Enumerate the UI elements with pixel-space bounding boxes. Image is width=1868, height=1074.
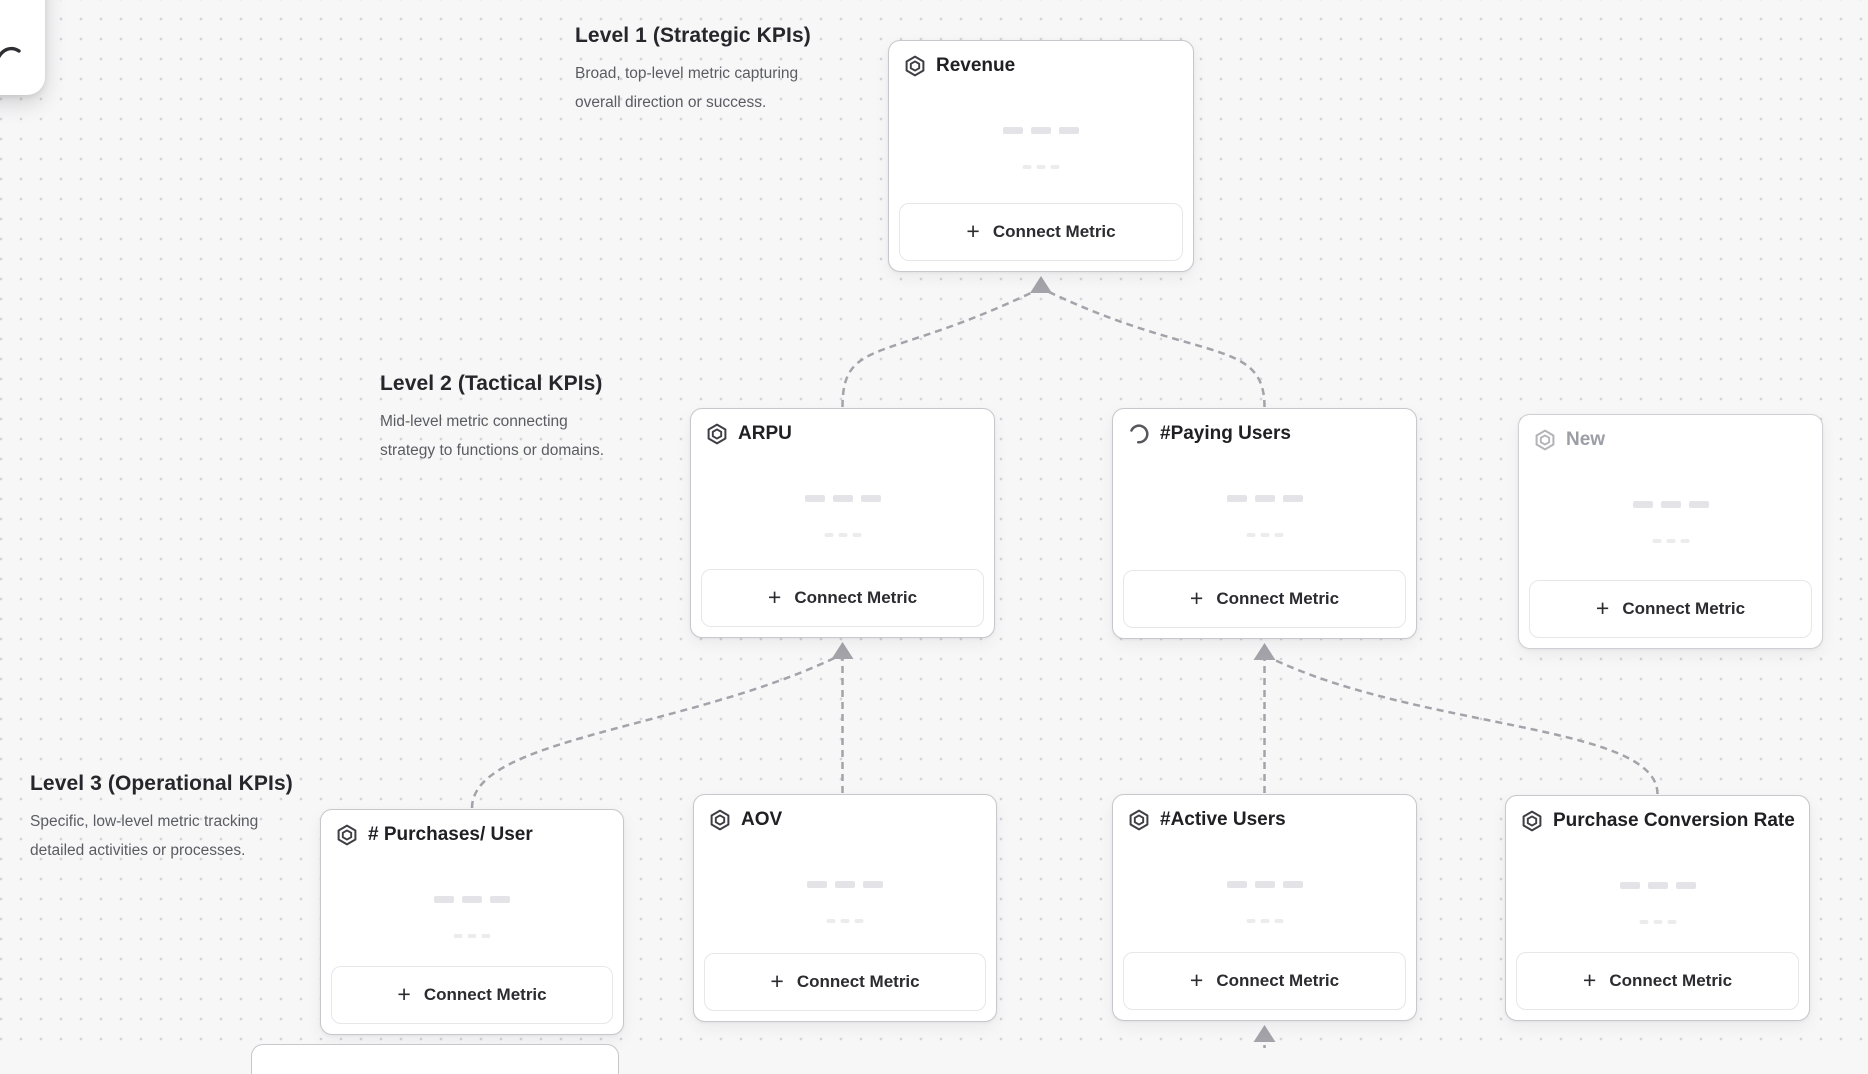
skeleton-loading-dashes bbox=[824, 533, 861, 537]
skeleton-loading-dashes bbox=[826, 919, 864, 923]
card-title: New bbox=[1566, 429, 1606, 450]
connect-metric-button[interactable]: + Connect Metric bbox=[704, 953, 986, 1011]
metric-hexagon-icon bbox=[904, 55, 926, 77]
metric-hexagon-icon bbox=[709, 809, 731, 831]
plus-icon: + bbox=[966, 217, 980, 244]
plus-icon: + bbox=[1595, 594, 1610, 621]
skeleton-loading-bars bbox=[804, 495, 881, 502]
card-header: Purchase Conversion Rate bbox=[1521, 810, 1795, 832]
partial-metric-card[interactable] bbox=[251, 1044, 619, 1074]
card-title: AOV bbox=[741, 809, 783, 830]
metric-card-paying-users[interactable]: #Paying Users + Connect Metric bbox=[1112, 408, 1417, 639]
plus-icon: + bbox=[1189, 966, 1204, 993]
connect-metric-button[interactable]: + Connect Metric bbox=[701, 569, 984, 627]
metric-card-active-users[interactable]: #Active Users + Connect Metric bbox=[1112, 794, 1417, 1021]
plus-icon: + bbox=[1582, 966, 1597, 993]
skeleton-loading-bars bbox=[1619, 882, 1696, 889]
connect-metric-label: Connect Metric bbox=[796, 972, 920, 991]
skeleton-loading-dashes bbox=[1246, 919, 1283, 923]
skeleton-loading-bars bbox=[1003, 127, 1079, 134]
connect-metric-label: Connect Metric bbox=[1622, 599, 1746, 618]
card-header: ARPU bbox=[706, 423, 792, 445]
connect-metric-button[interactable]: + Connect Metric bbox=[899, 203, 1183, 261]
skeleton-loading-bars bbox=[1226, 881, 1303, 888]
cursor-stroke-icon bbox=[0, 46, 21, 59]
card-header: #Paying Users bbox=[1128, 423, 1291, 445]
card-header: Revenue bbox=[904, 55, 1015, 77]
metric-hexagon-icon bbox=[1128, 809, 1150, 831]
metric-card-purchase-conversion-rate[interactable]: Purchase Conversion Rate + Connect Metri… bbox=[1505, 795, 1810, 1021]
connect-metric-label: Connect Metric bbox=[1609, 971, 1733, 990]
loading-spinner-icon bbox=[1128, 423, 1150, 445]
skeleton-loading-dashes bbox=[1639, 920, 1676, 924]
metric-card-revenue[interactable]: Revenue + Connect Metric bbox=[888, 40, 1194, 272]
card-title: ARPU bbox=[738, 423, 792, 444]
connect-metric-button[interactable]: + Connect Metric bbox=[1516, 952, 1799, 1010]
skeleton-loading-dashes bbox=[453, 934, 491, 938]
card-header: AOV bbox=[709, 809, 782, 831]
connect-metric-label: Connect Metric bbox=[1216, 589, 1340, 608]
card-title: #Active Users bbox=[1160, 809, 1286, 830]
plus-icon: + bbox=[770, 967, 784, 994]
metric-card-purchases-user[interactable]: # Purchases/ User + Connect Metric bbox=[320, 809, 624, 1035]
skeleton-loading-bars bbox=[807, 881, 883, 888]
metric-hexagon-icon bbox=[1534, 429, 1556, 451]
metric-hexagon-icon bbox=[706, 423, 728, 445]
card-title: Purchase Conversion Rate bbox=[1553, 810, 1795, 831]
card-header: #Active Users bbox=[1128, 809, 1286, 831]
metric-card-aov[interactable]: AOV + Connect Metric bbox=[693, 794, 997, 1022]
connect-metric-label: Connect Metric bbox=[794, 588, 918, 607]
card-title: # Purchases/ User bbox=[368, 824, 533, 845]
plus-icon: + bbox=[767, 583, 782, 610]
connect-metric-label: Connect Metric bbox=[992, 222, 1116, 241]
connect-metric-label: Connect Metric bbox=[423, 985, 547, 1004]
card-title: Revenue bbox=[936, 55, 1016, 76]
connect-metric-label: Connect Metric bbox=[1216, 971, 1340, 990]
card-title: #Paying Users bbox=[1160, 423, 1291, 444]
plus-icon: + bbox=[397, 980, 411, 1007]
skeleton-loading-bars bbox=[1632, 501, 1709, 508]
card-header: # Purchases/ User bbox=[336, 824, 533, 846]
metric-hexagon-icon bbox=[1521, 810, 1543, 832]
skeleton-loading-dashes bbox=[1022, 165, 1060, 169]
skeleton-loading-bars bbox=[1226, 495, 1303, 502]
metric-card-new[interactable]: New + Connect Metric bbox=[1518, 414, 1823, 649]
metric-hexagon-icon bbox=[336, 824, 358, 846]
connect-metric-button[interactable]: + Connect Metric bbox=[1123, 952, 1406, 1010]
metric-card-arpu[interactable]: ARPU + Connect Metric bbox=[690, 408, 995, 638]
plus-icon: + bbox=[1189, 584, 1204, 611]
skeleton-loading-dashes bbox=[1652, 539, 1689, 543]
card-header: New bbox=[1534, 429, 1605, 451]
skeleton-loading-dashes bbox=[1246, 533, 1283, 537]
connector-edges-layer bbox=[470, 276, 1659, 1048]
connect-metric-button[interactable]: + Connect Metric bbox=[1529, 580, 1812, 638]
connect-metric-button[interactable]: + Connect Metric bbox=[331, 966, 613, 1024]
skeleton-loading-bars bbox=[434, 896, 510, 903]
connect-metric-button[interactable]: + Connect Metric bbox=[1123, 570, 1406, 628]
toolbar-panel-corner[interactable] bbox=[0, 0, 45, 95]
